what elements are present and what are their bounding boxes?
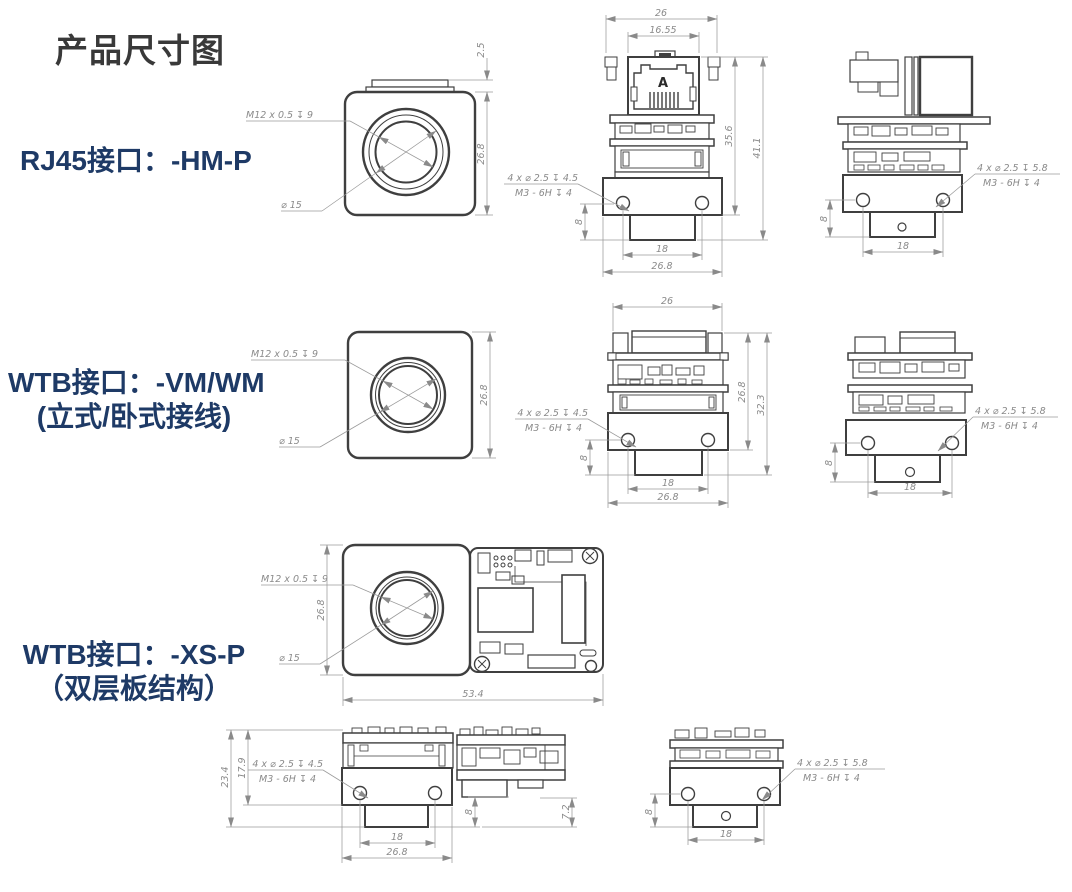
jack-letter: A — [658, 76, 668, 91]
hole-note-line1: 4 x ⌀ 2.5 ↧ 4.5 — [517, 408, 588, 419]
wtb-vm-front-view-drawing: M12 x 0.5 ↧ 9 ⌀ 15 26.8 — [251, 330, 496, 460]
wtb-vm-rear-view-drawing: 26 26.8 32.3 8 18 26.8 4 x ⌀ 2.5 ↧ 4.5 M… — [515, 296, 772, 508]
section-label-wtb-xs-p: WTB接口：-XS-P （双层板结构） — [8, 638, 260, 706]
rear-body-outline — [669, 727, 784, 828]
wtb-vm-side-view-drawing: 8 18 4 x ⌀ 2.5 ↧ 5.8 M3 - 6H ↧ 4 — [824, 331, 1058, 498]
dim-hole-spacing: 18 — [720, 829, 732, 840]
hole-note-line2: M3 - 6H ↧ 4 — [981, 421, 1038, 432]
dim-connector-width: 16.55 — [649, 25, 676, 36]
dim-top-width: 26 — [655, 8, 667, 19]
pcb-outline — [469, 547, 604, 673]
dim-top-width: 26 — [661, 296, 673, 307]
side-body-outline — [341, 726, 454, 828]
dim-hole-spacing: 18 — [662, 478, 674, 489]
dim-tail-height: 7.2 — [561, 804, 572, 819]
dim-thread-note: M12 x 0.5 ↧ 9 — [251, 349, 318, 360]
hole-note-line1: 4 x ⌀ 2.5 ↧ 5.8 — [977, 163, 1048, 174]
side-body-outline — [845, 331, 973, 483]
side-body-outline — [837, 51, 991, 238]
section-label-wtb-vm-wm-line1: WTB接口：-VM/WM — [8, 367, 265, 398]
dim-total-height: 32.3 — [756, 394, 767, 415]
rj45-jack-outline: A — [627, 50, 700, 116]
rear-dimensions: 8 18 4 x ⌀ 2.5 ↧ 5.8 M3 - 6H ↧ 4 — [644, 758, 885, 845]
dim-total-height: 23.4 — [220, 766, 231, 787]
hole-note-line1: 4 x ⌀ 2.5 ↧ 5.8 — [975, 406, 1046, 417]
dim-hole-offset: 8 — [574, 219, 585, 225]
dim-lens-diameter: ⌀ 15 — [281, 200, 302, 211]
front-dimensions: M12 x 0.5 ↧ 9 ⌀ 15 26.8 — [251, 331, 496, 459]
dim-body-height: 26.8 — [476, 143, 487, 164]
wtb-xs-rear-view-drawing: 8 18 4 x ⌀ 2.5 ↧ 5.8 M3 - 6H ↧ 4 — [644, 727, 885, 845]
dim-body-height: 17.9 — [237, 757, 248, 778]
dim-hole-offset: 8 — [819, 216, 830, 222]
rj45-side-view-drawing: 8 18 4 x ⌀ 2.5 ↧ 5.8 M3 - 6H ↧ 4 — [819, 51, 1060, 257]
dim-total-width: 53.4 — [462, 689, 483, 700]
rear-body-outline — [602, 56, 723, 241]
dim-total-height: 41.1 — [752, 137, 763, 158]
front-dimensions: M12 x 0.5 ↧ 9 ⌀ 15 26.8 53.4 — [261, 544, 604, 706]
dim-hole-spacing: 18 — [391, 832, 403, 843]
rear-body-outline — [607, 330, 729, 476]
dim-hole-offset: 8 — [644, 809, 655, 815]
camera-front-outline — [341, 543, 472, 677]
section-label-wtb-vm-wm: WTB接口：-VM/WM (立式/卧式接线) — [8, 366, 265, 434]
wtb-xs-front-view-drawing: M12 x 0.5 ↧ 9 ⌀ 15 26.8 53.4 — [261, 543, 604, 706]
section-label-wtb-xs-p-line2: （双层板结构） — [35, 673, 232, 704]
dim-hole-offset: 8 — [824, 460, 835, 466]
dim-base-width: 26.8 — [657, 492, 678, 503]
rj45-front-view-drawing: M12 x 0.5 ↧ 9 ⌀ 15 26.8 2.5 — [246, 42, 493, 217]
dim-thread-note: M12 x 0.5 ↧ 9 — [246, 110, 313, 121]
dim-hole-spacing: 18 — [656, 244, 668, 255]
page-title: 产品尺寸图 — [55, 32, 225, 69]
dim-hole-offset: 8 — [579, 455, 590, 461]
section-label-rj45: RJ45接口：-HM-P — [20, 145, 252, 176]
dim-hole-spacing: 18 — [897, 241, 909, 252]
hole-note-line1: 4 x ⌀ 2.5 ↧ 4.5 — [252, 759, 323, 770]
side-dimensions: 23.4 17.9 8 7.2 18 26.8 4 x ⌀ 2.5 ↧ 4.5 … — [220, 729, 577, 863]
bracket-module-outline — [456, 726, 566, 798]
dim-base-width: 26.8 — [386, 847, 407, 858]
jack-pins — [649, 92, 679, 108]
dim-tab-height: 2.5 — [476, 42, 487, 57]
dim-lens-diameter: ⌀ 15 — [279, 653, 300, 664]
dim-thread-note: M12 x 0.5 ↧ 9 — [261, 574, 328, 585]
dim-hole-offset: 8 — [464, 809, 475, 815]
rj45-rear-view-drawing: A — [504, 8, 768, 277]
hole-note-line2: M3 - 6H ↧ 4 — [803, 773, 860, 784]
dim-body-height: 26.8 — [316, 599, 327, 620]
dim-body-height: 35.6 — [724, 125, 735, 146]
hole-note-line1: 4 x ⌀ 2.5 ↧ 4.5 — [507, 173, 578, 184]
hole-note-line1: 4 x ⌀ 2.5 ↧ 5.8 — [797, 758, 868, 769]
side-dimensions: 8 18 4 x ⌀ 2.5 ↧ 5.8 M3 - 6H ↧ 4 — [819, 163, 1060, 257]
dim-lens-diameter: ⌀ 15 — [279, 436, 300, 447]
dim-body-height: 26.8 — [737, 381, 748, 402]
dim-hole-spacing: 18 — [904, 482, 916, 493]
dim-base-width: 26.8 — [651, 261, 672, 272]
side-dimensions: 8 18 4 x ⌀ 2.5 ↧ 5.8 M3 - 6H ↧ 4 — [824, 406, 1058, 498]
camera-front-outline — [346, 330, 474, 460]
rear-dimensions: 26 16.55 35.6 41.1 8 18 26.8 4 x ⌀ 2.5 — [504, 8, 768, 277]
hole-note-line2: M3 - 6H ↧ 4 — [983, 178, 1040, 189]
section-label-wtb-vm-wm-line2: (立式/卧式接线) — [36, 401, 232, 432]
camera-front-outline — [343, 79, 477, 217]
section-label-wtb-xs-p-line1: WTB接口：-XS-P — [22, 639, 246, 670]
hole-note-line2: M3 - 6H ↧ 4 — [515, 188, 572, 199]
front-dimensions: M12 x 0.5 ↧ 9 ⌀ 15 26.8 2.5 — [246, 42, 493, 216]
hole-note-line2: M3 - 6H ↧ 4 — [525, 423, 582, 434]
dim-body-height: 26.8 — [479, 384, 490, 405]
hole-note-line2: M3 - 6H ↧ 4 — [259, 774, 316, 785]
rear-dimensions: 26 26.8 32.3 8 18 26.8 4 x ⌀ 2.5 ↧ 4.5 M… — [515, 296, 772, 508]
wtb-xs-side-view-drawing: 23.4 17.9 8 7.2 18 26.8 4 x ⌀ 2.5 ↧ 4.5 … — [220, 726, 577, 863]
